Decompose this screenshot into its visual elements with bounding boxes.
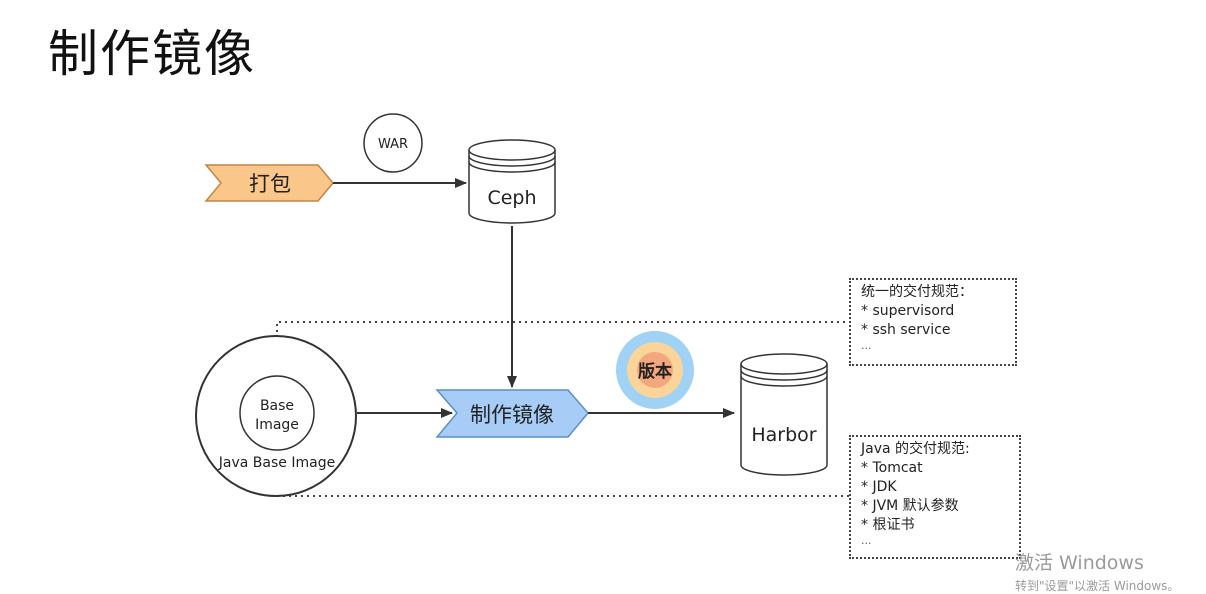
watermark-line2: 转到"设置"以激活 Windows。 — [1015, 579, 1180, 593]
unified-spec-heading: 统一的交付规范： — [861, 284, 973, 300]
harbor-cylinder-body — [740, 364, 828, 476]
unified-spec-ellipsis: ... — [861, 339, 872, 352]
java-spec-ellipsis: ... — [861, 534, 872, 547]
watermark-line1: 激活 Windows — [1015, 552, 1144, 574]
java-spec-item: * Tomcat — [861, 460, 923, 476]
harbor-node: Harbor — [740, 353, 828, 476]
windows-activation-watermark: 激活 Windows 转到"设置"以激活 Windows。 — [1015, 548, 1179, 594]
page-title: 制作镜像 — [48, 25, 256, 83]
build-label: 制作镜像 — [470, 403, 554, 427]
base-image-label-line2: Image — [255, 417, 299, 433]
ceph-node: Ceph — [468, 139, 556, 224]
ceph-label: Ceph — [487, 187, 536, 209]
ceph-cylinder-body — [468, 150, 556, 224]
war-label: WAR — [378, 137, 408, 152]
java-base-image-label: Java Base Image — [218, 455, 335, 471]
unified-spec-item: * ssh service — [861, 322, 951, 338]
unified-spec-item: * supervisord — [861, 303, 955, 319]
version-badge: 版本 — [616, 331, 694, 409]
java-spec-note: Java 的交付规范: * Tomcat * JDK * JVM 默认参数 * … — [849, 435, 1021, 559]
base-image-label-line1: Base — [260, 398, 294, 414]
java-spec-item: * JVM 默认参数 — [861, 498, 959, 514]
war-circle — [363, 113, 423, 173]
ceph-cylinder-top — [468, 139, 556, 161]
unified-spec-note: 统一的交付规范： * supervisord * ssh service ... — [849, 278, 1017, 366]
java-spec-item: * 根证书 — [861, 517, 915, 533]
java-spec-heading: Java 的交付规范: — [861, 441, 970, 457]
package-label: 打包 — [249, 172, 291, 196]
harbor-label: Harbor — [751, 424, 816, 446]
java-base-image-node: Base Image Java Base Image — [195, 335, 357, 497]
version-label: 版本 — [638, 361, 672, 382]
harbor-cylinder-top — [740, 353, 828, 375]
package-node: 打包 — [204, 164, 334, 202]
build-shape — [435, 389, 589, 438]
build-node: 制作镜像 — [435, 389, 589, 438]
war-node: WAR — [363, 113, 423, 173]
java-spec-item: * JDK — [861, 479, 897, 495]
version-core — [637, 352, 673, 388]
dotted-connector-top — [276, 321, 849, 386]
package-shape — [204, 164, 334, 202]
base-image-circle — [239, 375, 315, 451]
